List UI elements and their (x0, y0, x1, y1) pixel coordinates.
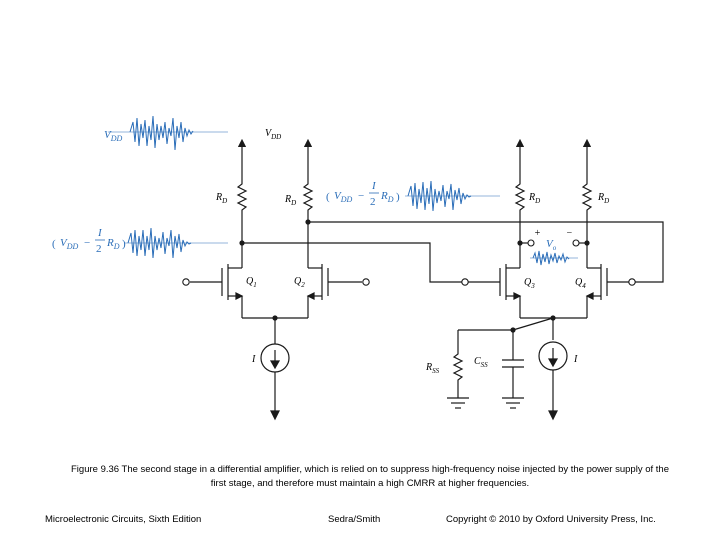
figure-caption: Figure 9.36 The second stage in a differ… (40, 463, 700, 491)
vo-plus: + (534, 228, 541, 239)
circuit-wires (190, 138, 664, 415)
junction-dots (239, 219, 590, 333)
vo-minus: − (566, 228, 573, 239)
svg-text:RD: RD (528, 192, 540, 205)
svg-text:−: − (84, 237, 90, 249)
vdd-supply-label: VDD (265, 128, 281, 141)
caption-line-2: first stage, and therefore must maintain… (210, 478, 530, 489)
svg-text:): ) (122, 238, 126, 250)
noise-waveform-mid (405, 180, 500, 212)
terminals (182, 239, 636, 286)
noise-waveform-left (125, 227, 228, 259)
svg-text:RD: RD (380, 190, 394, 204)
svg-text:(: ( (52, 238, 56, 250)
svg-text:RD: RD (106, 237, 120, 251)
svg-text:RD: RD (284, 194, 296, 207)
svg-text:Q4: Q4 (575, 277, 586, 290)
svg-text:I: I (371, 180, 377, 192)
svg-text:VDD: VDD (265, 128, 281, 141)
current-label-left: I (251, 354, 256, 365)
svg-text:): ) (396, 191, 400, 203)
left-noise-expression: ( VDD − I 2 RD ) (52, 227, 126, 255)
caption-line-1: Figure 9.36 The second stage in a differ… (71, 464, 669, 475)
vo-label: + − Vo (534, 228, 573, 252)
svg-text:Vo: Vo (546, 238, 557, 252)
svg-text:VDD: VDD (334, 190, 353, 204)
current-source-arrows (235, 292, 594, 421)
svg-text:VDD: VDD (104, 129, 123, 143)
svg-text:Q1: Q1 (246, 276, 257, 289)
noise-waveform-vdd (108, 115, 228, 151)
current-label-right: I (573, 354, 578, 365)
svg-text:2: 2 (96, 243, 102, 255)
svg-text:RD: RD (597, 192, 609, 205)
css-label: CSS (474, 356, 488, 369)
svg-text:−: − (358, 190, 364, 202)
svg-text:Q2: Q2 (294, 276, 305, 289)
svg-text:(: ( (326, 191, 330, 203)
svg-text:CSS: CSS (474, 356, 488, 369)
transistor-labels: Q1 Q2 Q3 Q4 (246, 276, 586, 290)
svg-text:RD: RD (215, 192, 227, 205)
footer-copyright: Copyright © 2010 by Oxford University Pr… (446, 514, 656, 525)
rss-label: RSS (425, 362, 440, 375)
svg-text:Q3: Q3 (524, 277, 535, 290)
current-labels: I I (251, 354, 578, 365)
footer-book-title: Microelectronic Circuits, Sixth Edition (45, 514, 202, 525)
mid-noise-expression: ( VDD − I 2 RD ) (326, 180, 400, 208)
svg-text:I: I (97, 227, 103, 239)
svg-text:2: 2 (370, 196, 376, 208)
footer-authors: Sedra/Smith (328, 514, 381, 525)
svg-text:VDD: VDD (60, 237, 79, 251)
vdd-noise-label: VDD (104, 129, 123, 143)
svg-text:RSS: RSS (425, 362, 440, 375)
noise-waveform-output (530, 250, 578, 266)
